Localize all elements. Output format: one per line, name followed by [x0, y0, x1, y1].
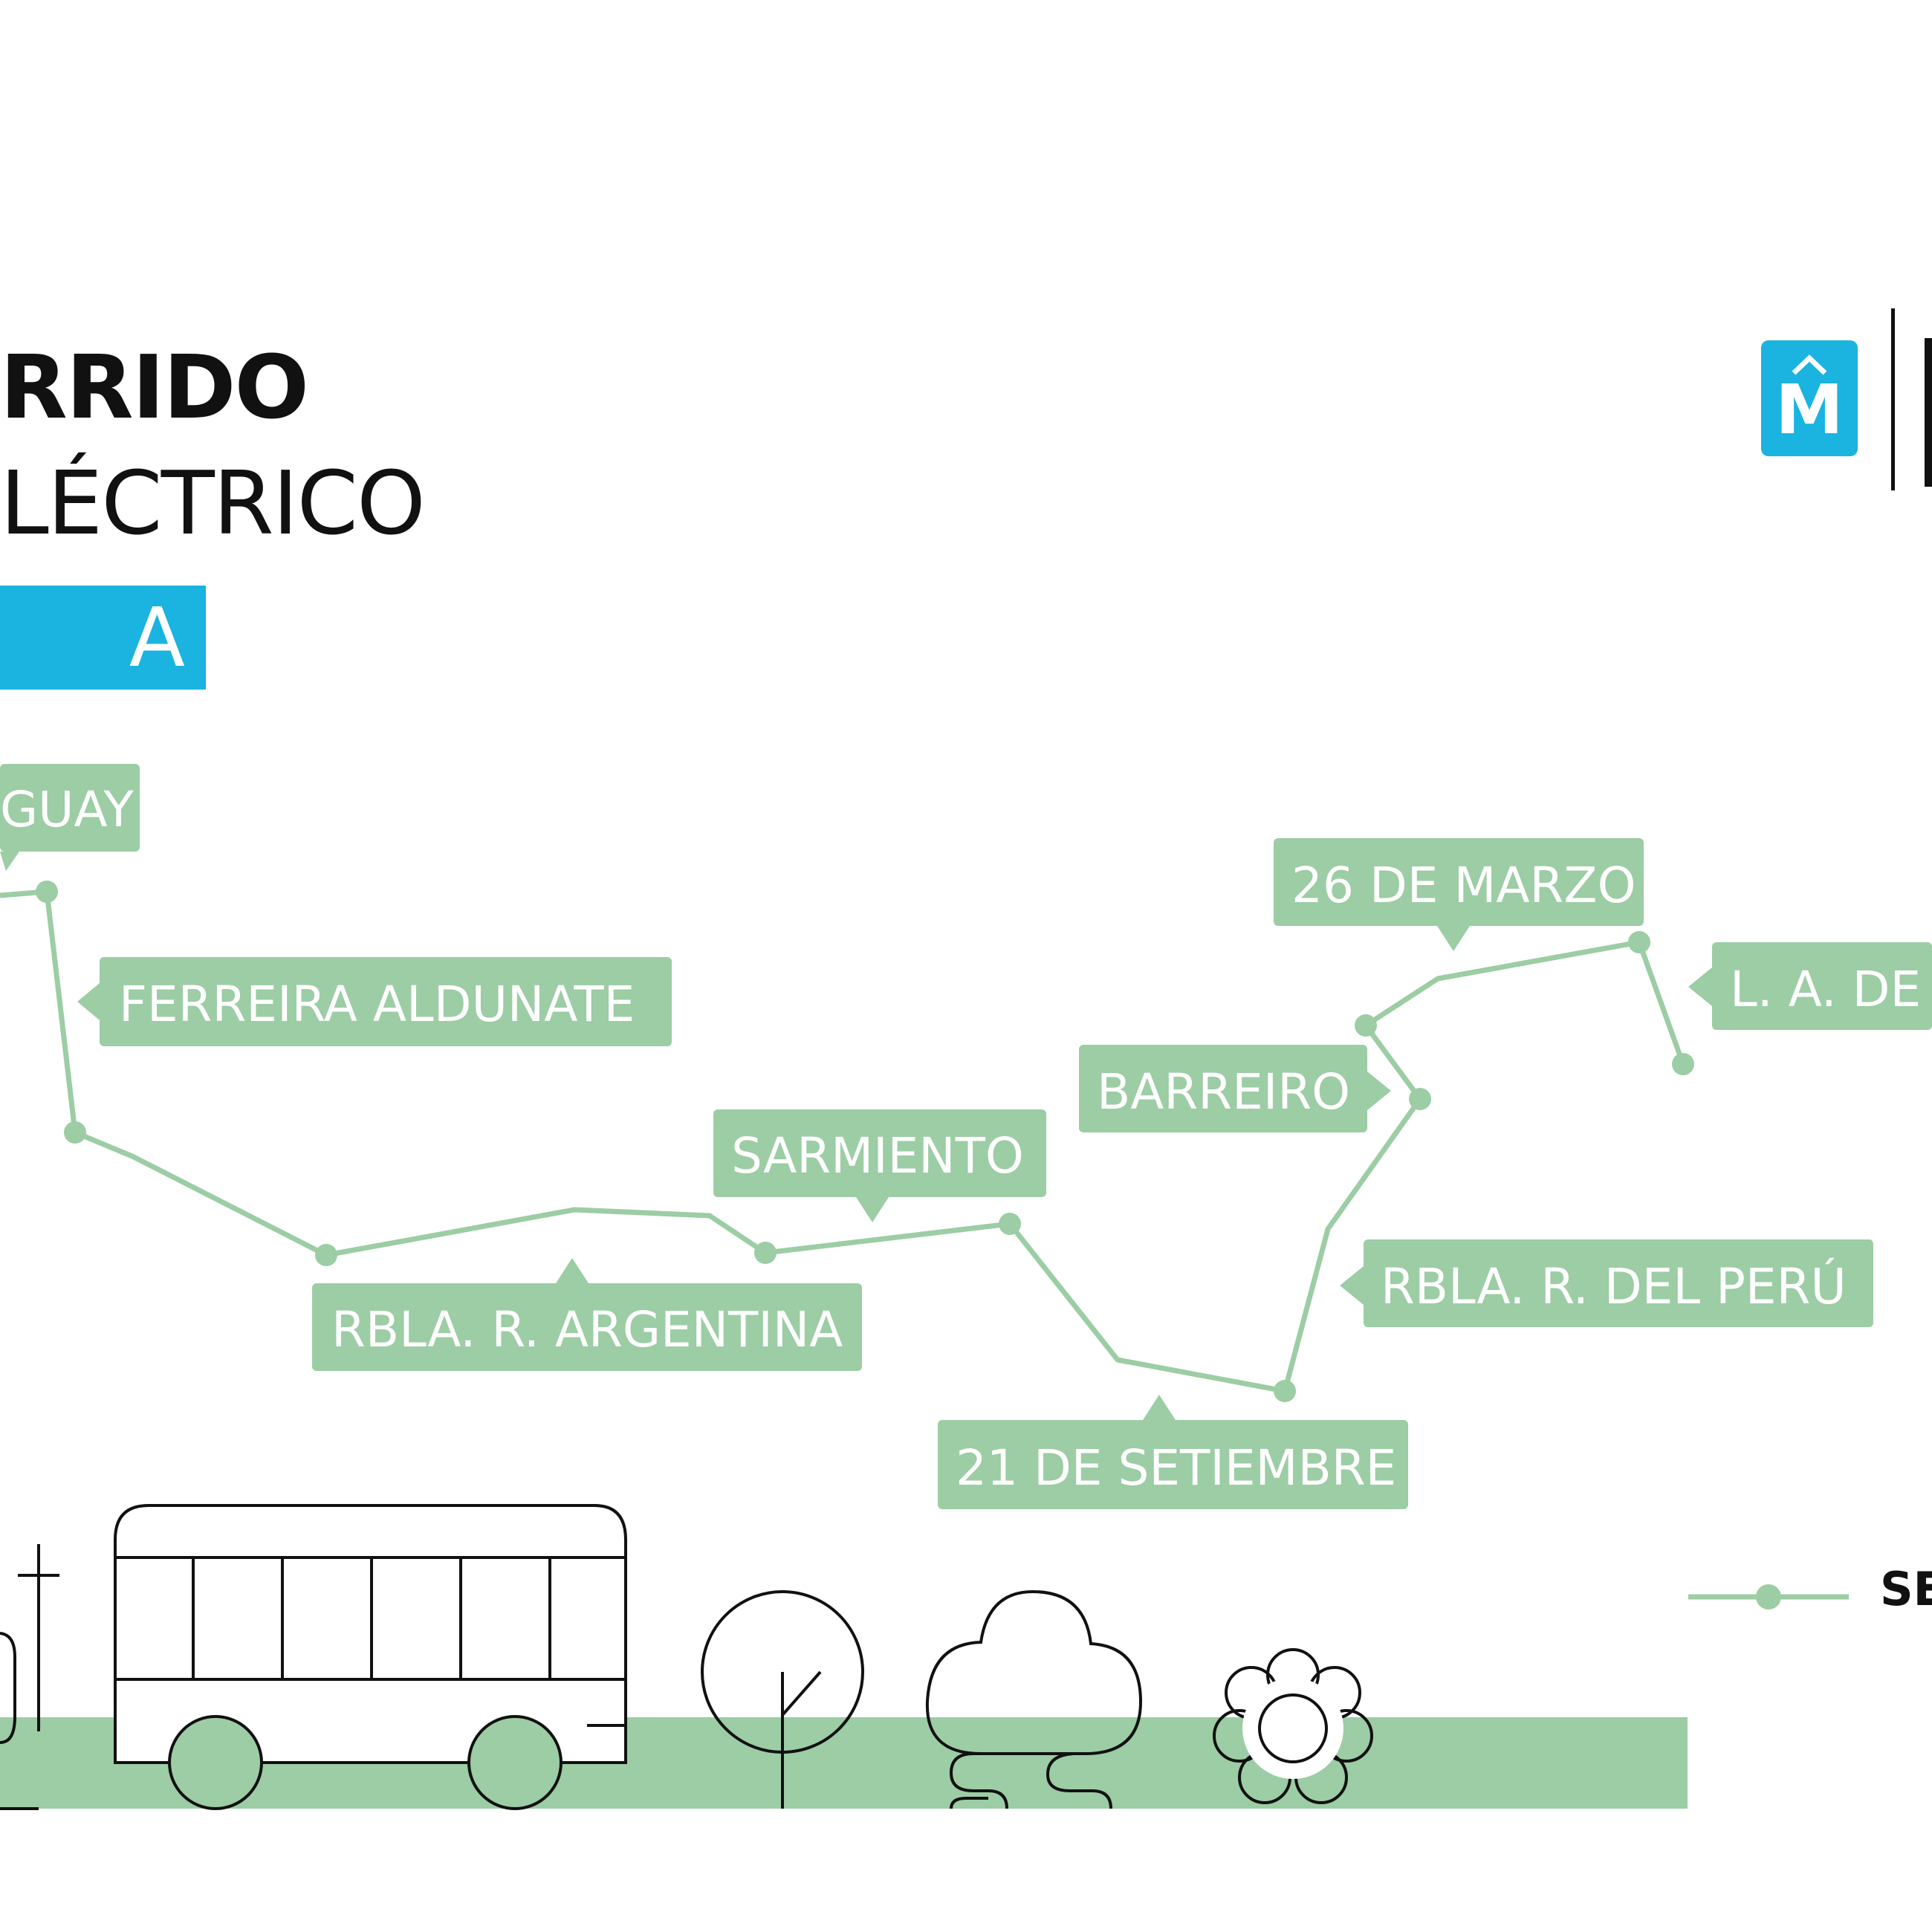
- stop-label-rbla-r-del-peru: RBLA. R. DEL PERÚ: [1340, 1239, 1873, 1327]
- map-title-line-2: LÉCTRICO: [0, 452, 426, 554]
- stop-dot: [1672, 1053, 1694, 1075]
- stop-dot: [1274, 1380, 1296, 1402]
- stop-label-rbla-r-argentina: RBLA. R. ARGENTINA: [312, 1258, 862, 1371]
- stop-dot: [1355, 1014, 1377, 1037]
- stop-label-barreiro: BARREIRO: [1079, 1045, 1391, 1132]
- svg-text:SARMIENTO: SARMIENTO: [731, 1127, 1024, 1184]
- route-stops: [36, 881, 1694, 1402]
- logo-letter: M: [1775, 370, 1844, 450]
- stop-dot: [754, 1242, 777, 1264]
- svg-text:26 DE MARZO: 26 DE MARZO: [1291, 857, 1636, 914]
- stop-dot: [64, 1121, 86, 1144]
- stop-dot: [36, 881, 58, 903]
- stop-label-26-de-marzo: 26 DE MARZO: [1274, 838, 1644, 951]
- stop-dot: [1628, 931, 1650, 953]
- tree-icon: [701, 1590, 864, 1809]
- montevideo-logo-icon: M: [1761, 340, 1858, 456]
- logo-wordmark-fragment: [1925, 338, 1932, 487]
- stop-label-l-a-de-h: L. A. DE H: [1688, 942, 1932, 1030]
- stop-label-guay: GUAY: [0, 764, 140, 871]
- svg-text:RBLA. R. DEL PERÚ: RBLA. R. DEL PERÚ: [1381, 1258, 1847, 1315]
- svg-text:21 DE SETIEMBRE: 21 DE SETIEMBRE: [956, 1439, 1396, 1497]
- svg-text:GUAY: GUAY: [0, 781, 134, 838]
- logo-hat-icon: [1792, 354, 1827, 375]
- stop-label-ferreira-aldunate: FERREIRA ALDUNATE: [77, 957, 672, 1046]
- signpost-icon: [0, 1544, 59, 1810]
- flower-icon: [1213, 1648, 1373, 1804]
- stop-dot: [999, 1213, 1021, 1235]
- logo-divider: [1891, 308, 1895, 490]
- stop-dot: [315, 1244, 337, 1266]
- map-title-line-1: RRIDO: [0, 336, 309, 438]
- stop-label-21-de-setiembre: 21 DE SETIEMBRE: [938, 1395, 1408, 1509]
- bus-icon: [114, 1504, 627, 1810]
- svg-text:RBLA. R. ARGENTINA: RBLA. R. ARGENTINA: [331, 1301, 843, 1358]
- legend-route-symbol: [1688, 1584, 1849, 1610]
- cloud-tree-icon: [925, 1589, 1143, 1809]
- stop-label-sarmiento: SARMIENTO: [713, 1109, 1046, 1222]
- svg-text:BARREIRO: BARREIRO: [1097, 1063, 1350, 1121]
- stop-dot: [1409, 1088, 1431, 1110]
- svg-text:L. A. DE H: L. A. DE H: [1730, 961, 1932, 1018]
- svg-text:FERREIRA ALDUNATE: FERREIRA ALDUNATE: [119, 976, 635, 1033]
- legend-label: SE: [1880, 1562, 1932, 1616]
